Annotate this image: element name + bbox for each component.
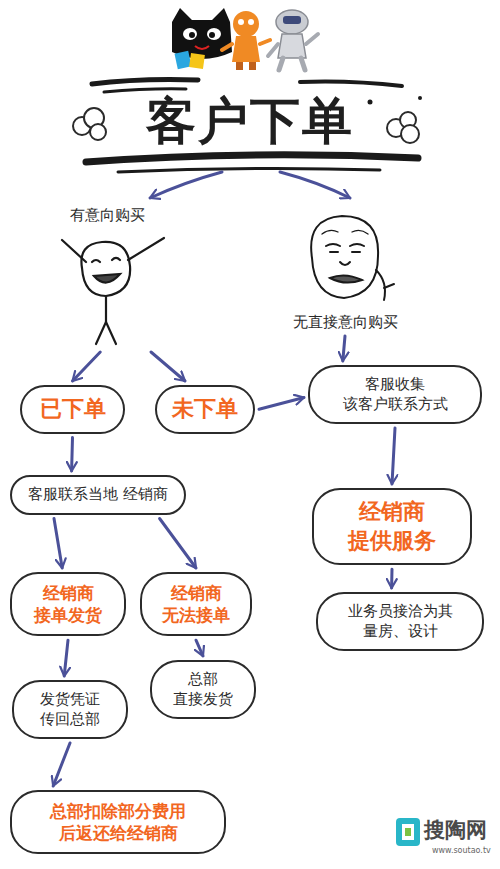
node-text: 有意向购买 xyxy=(70,206,145,225)
happy-stick-figure xyxy=(105,296,107,322)
puff-clouds xyxy=(401,125,419,143)
flow-arrow xyxy=(196,640,203,656)
process-box: 发货凭证 传回总部 xyxy=(12,680,128,739)
node-text: 发货凭证 传回总部 xyxy=(24,690,116,729)
brush-strokes xyxy=(92,80,198,85)
orange-mascot xyxy=(222,11,270,70)
node-text: 总部扣除部分费用 后返还给经销商 xyxy=(22,800,214,844)
process-box: 客服联系当地 经销商 xyxy=(10,475,186,515)
happy-stick-figure xyxy=(94,274,120,283)
process-box: 总部 直接发货 xyxy=(150,660,256,719)
happy-stick-figure xyxy=(62,238,164,344)
happy-stick-figure xyxy=(96,322,116,344)
cat-mascot xyxy=(195,46,209,49)
silver-mascot xyxy=(268,10,318,70)
cat-mascot xyxy=(189,32,195,38)
process-box: 总部扣除部分费用 后返还给经销商 xyxy=(10,790,226,854)
meme-face xyxy=(384,284,394,288)
meme-face xyxy=(330,251,360,253)
meme-face xyxy=(311,216,394,300)
silver-mascot xyxy=(279,58,305,70)
silver-mascot xyxy=(278,34,306,58)
flow-arrow xyxy=(343,336,345,361)
silver-mascot xyxy=(268,34,318,56)
orange-mascot xyxy=(233,11,259,37)
orange-mascot xyxy=(236,62,243,70)
node-text: 经销商 无法接单 xyxy=(152,582,240,626)
node-text: 客服联系当地 经销商 xyxy=(22,485,174,505)
meme-face xyxy=(311,216,378,298)
meme-face xyxy=(322,230,368,234)
node-text: 已下单 xyxy=(32,395,113,424)
cat-mascot xyxy=(174,51,191,70)
diagram-title: 客户下单 xyxy=(0,88,500,155)
orange-mascot xyxy=(222,40,270,50)
node-text: 业务员接洽为其 量房、设计 xyxy=(328,602,472,641)
node-text: 客服收集 该客户联系方式 xyxy=(320,375,470,414)
watermark: 搜陶网 xyxy=(424,816,487,844)
happy-stick-figure xyxy=(62,240,86,262)
process-box: 未下单 xyxy=(155,385,255,434)
flow-arrow xyxy=(53,743,70,786)
figure-node: 无直接意向购买 xyxy=(278,210,412,332)
flow-arrow xyxy=(70,438,74,471)
orange-mascot xyxy=(238,19,244,25)
brush-strokes xyxy=(368,100,373,105)
flow-arrow xyxy=(54,519,62,569)
node-text: 经销商 接单发货 xyxy=(22,582,114,626)
node-text: 无直接意向购买 xyxy=(293,313,398,332)
process-box: 已下单 xyxy=(20,385,125,434)
brush-strokes xyxy=(300,82,402,87)
process-box: 客服收集 该客户联系方式 xyxy=(308,365,482,424)
node-text: 总部 直接发货 xyxy=(162,670,244,709)
cat-mascot xyxy=(172,8,232,69)
orange-mascot xyxy=(248,19,254,25)
brush-strokes xyxy=(86,155,418,162)
flow-arrow xyxy=(64,640,68,676)
orange-mascot xyxy=(249,62,256,70)
process-box: 经销商 提供服务 xyxy=(312,488,472,565)
process-box: 经销商 接单发货 xyxy=(10,572,126,636)
watermark-url: www.soutao.tv xyxy=(432,846,491,855)
site-logo xyxy=(405,828,411,836)
meme-face xyxy=(326,244,364,246)
happy-stick-figure xyxy=(92,258,120,262)
silver-mascot xyxy=(276,10,308,34)
flow-arrow xyxy=(151,352,185,381)
meme-face xyxy=(376,270,385,300)
flow-arrow xyxy=(73,352,101,381)
cat-mascot xyxy=(207,28,221,40)
node-text: 未下单 xyxy=(167,395,243,424)
silver-mascot xyxy=(283,16,301,24)
flow-arrow xyxy=(160,519,196,569)
meme-face xyxy=(330,275,362,282)
figure-node: 有意向购买 xyxy=(35,206,180,348)
flow-arrow xyxy=(392,428,395,484)
site-logo xyxy=(396,818,420,846)
process-box: 经销商 无法接单 xyxy=(140,572,252,636)
happy-stick-figure xyxy=(128,238,164,260)
brush-strokes xyxy=(118,168,380,172)
node-text: 经销商 提供服务 xyxy=(324,498,460,555)
flow-arrow xyxy=(390,569,393,588)
title-arrows xyxy=(150,172,222,198)
site-logo xyxy=(402,824,414,840)
title-arrows xyxy=(150,172,350,198)
orange-mascot xyxy=(232,36,260,62)
title-arrows xyxy=(280,172,350,198)
cat-mascot xyxy=(183,28,197,40)
flow-arrow xyxy=(259,397,304,409)
happy-stick-figure xyxy=(81,242,130,296)
process-box: 业务员接洽为其 量房、设计 xyxy=(316,592,484,651)
cat-mascot xyxy=(209,32,215,38)
meme-face xyxy=(340,262,350,265)
site-logo xyxy=(396,818,420,846)
cat-mascot xyxy=(189,53,205,69)
brush-strokes xyxy=(418,96,422,100)
puff-clouds xyxy=(90,124,106,140)
